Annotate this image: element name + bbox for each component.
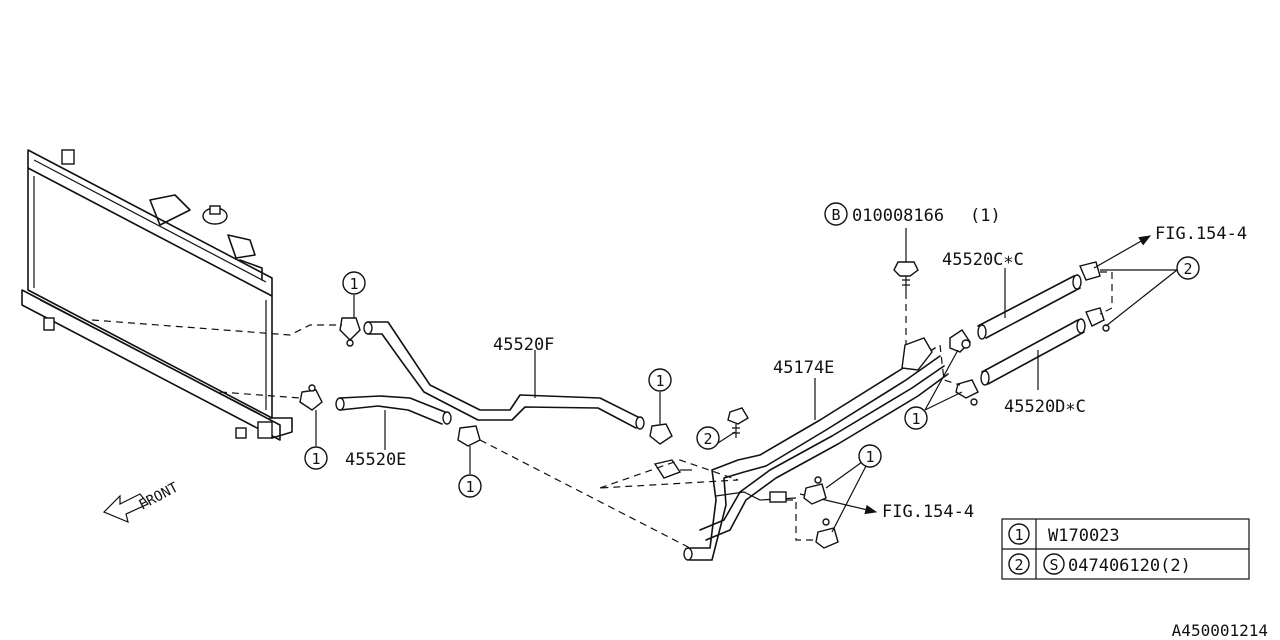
label-45520f: 45520F <box>493 335 554 355</box>
callout-1-lower-left-text: 1 <box>311 450 320 468</box>
hose-45520c: 45520C∗C <box>942 250 1082 340</box>
bolt-010008166 <box>893 228 919 345</box>
front-direction-arrow: FRONT <box>102 479 182 524</box>
label-45520e: 45520E <box>345 450 406 470</box>
legend-value-1: W170023 <box>1048 526 1120 546</box>
callout-1-hose-e <box>458 474 482 498</box>
callout-2-pipe <box>696 426 720 450</box>
clamp-radiator-upper <box>339 317 361 347</box>
hose-45520f: 45520F <box>363 321 645 430</box>
callout-1-right-text: 1 <box>911 410 920 428</box>
pipe-45174e: 45174E <box>683 337 949 561</box>
callout-2-pipe-text: 2 <box>703 430 712 448</box>
callout-1-upper-left <box>342 271 366 295</box>
callout-1-lower-right <box>858 444 882 468</box>
callout-1-lower-right-text: 1 <box>865 448 874 466</box>
circle-b <box>824 202 848 226</box>
callout-1-hose-e-text: 1 <box>465 478 474 496</box>
label-45520c: 45520C∗C <box>942 250 1024 270</box>
clamp-hose-f-end <box>649 423 673 445</box>
label-bolt-010008166: 010008166 <box>852 206 944 226</box>
clamp-hose-e-end <box>457 425 481 447</box>
legend-key-1-text: 1 <box>1014 526 1023 544</box>
clamps-right <box>949 261 1110 406</box>
callout-1-lower-left <box>304 446 328 470</box>
callout-2-right <box>1176 256 1200 280</box>
label-45520d: 45520D∗C <box>1004 397 1086 417</box>
hose-45520d: 45520D∗C <box>980 318 1086 417</box>
callout-2-right-text: 2 <box>1183 260 1192 278</box>
bolt-pipe-bracket <box>653 407 749 479</box>
clamp-radiator-lower <box>299 384 323 411</box>
label-45174e: 45174E <box>773 358 834 378</box>
label-bolt-qty: (1) <box>970 206 1001 226</box>
legend-key-1 <box>1008 523 1030 545</box>
fig-154-4-upper: FIG.154-4 <box>1155 224 1247 244</box>
legend-value-2: 047406120(2) <box>1068 556 1191 576</box>
callout-1-upper-left-text: 1 <box>349 275 358 293</box>
legend-key-2-text: 2 <box>1014 556 1023 574</box>
callout-1-right <box>904 406 928 430</box>
callout-1-hose-f-text: 1 <box>655 372 664 390</box>
legend-table: 1 W170023 2 S 047406120(2) <box>1001 518 1250 580</box>
legend-circle-s-text: S <box>1049 556 1058 574</box>
circle-b-text: B <box>831 206 840 224</box>
front-label: FRONT <box>136 479 181 513</box>
diagram-id: A450001214 <box>1172 621 1268 640</box>
hose-45520e: 45520E <box>335 395 452 470</box>
legend-circle-s <box>1043 553 1065 575</box>
fig-154-4-lower: FIG.154-4 <box>882 502 974 522</box>
radiator <box>21 149 293 441</box>
callout-1-hose-f <box>648 368 672 392</box>
clamps-lower-right <box>803 476 839 549</box>
legend-key-2 <box>1008 553 1030 575</box>
